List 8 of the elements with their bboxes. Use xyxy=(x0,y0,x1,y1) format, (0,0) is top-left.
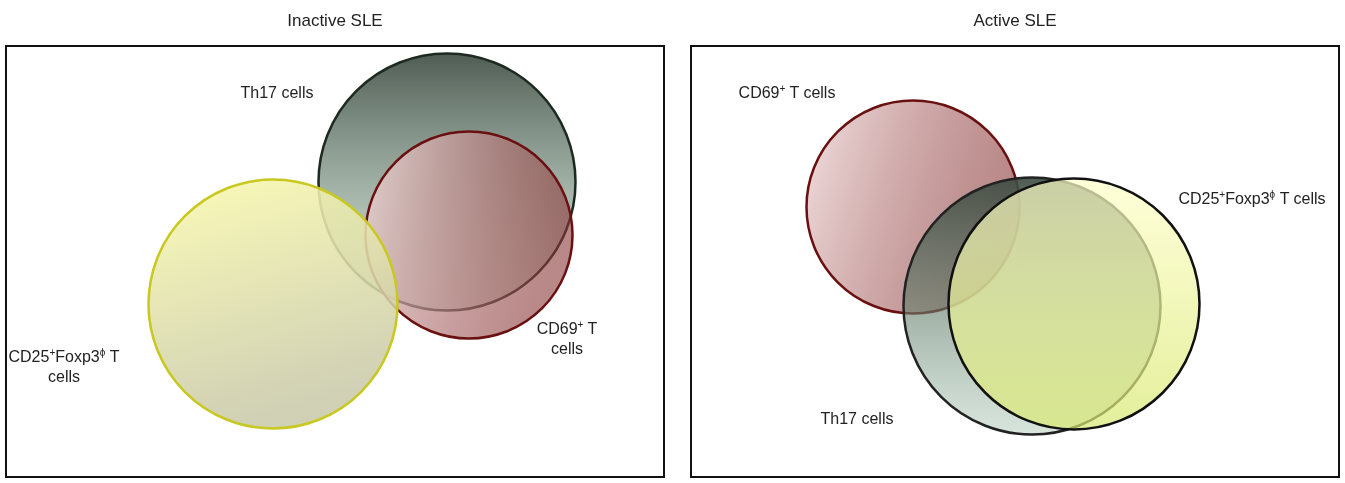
set-label: Th17 cells xyxy=(239,83,315,103)
panel-heading: Active SLE xyxy=(972,11,1058,31)
set-label: CD25$^{+}$Foxp3$^{ϕ}$ T cells xyxy=(7,347,121,387)
set-label: CD69$^{+}$ T cells xyxy=(535,319,599,359)
set-label: CD69$^{+}$ T cells xyxy=(737,83,837,103)
set-label: Th17 cells xyxy=(819,409,895,429)
panel-heading: Inactive SLE xyxy=(286,11,384,31)
set-label: CD25$^{+}$Foxp3$^{ϕ}$ T cells xyxy=(1177,189,1327,209)
